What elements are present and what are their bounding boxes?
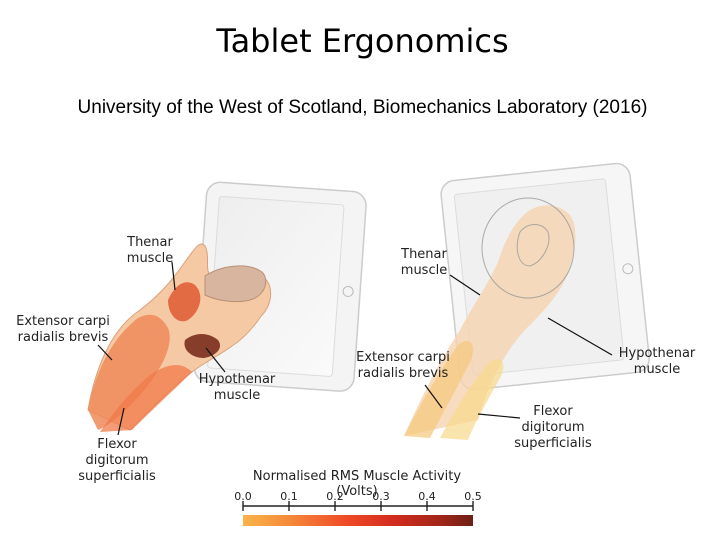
page-title: Tablet Ergonomics (216, 22, 509, 60)
scale-tick-label: 0.3 (372, 490, 390, 503)
left-thenar-label: Thenar muscle (126, 235, 174, 266)
page-subtitle: University of the West of Scotland, Biom… (77, 97, 648, 118)
scale-color-bar (243, 515, 473, 526)
right-flexor-label: Flexor digitorum superficialis (514, 404, 592, 451)
left-thumb (204, 265, 267, 303)
left-forearm-muscle (88, 314, 170, 430)
left-hypothenar-label: Hypothenar muscle (198, 372, 276, 403)
right-forearm-muscle (404, 341, 474, 438)
right-thumb (516, 224, 550, 267)
right-thenar-label: Thenar muscle (400, 247, 448, 278)
scale-title: Normalised RMS Muscle Activity (Volts) (252, 469, 462, 499)
scale-tick-label: 0.0 (234, 490, 252, 503)
left-hypothenar-muscle (184, 334, 221, 358)
left-thenar-muscle (168, 282, 201, 322)
scale-tick-label: 0.5 (464, 490, 482, 503)
left-extensor-label: Extensor carpi radialis brevis (16, 314, 110, 345)
right-extensor-label: Extensor carpi radialis brevis (356, 350, 450, 381)
right-figure (404, 162, 651, 440)
left-figure (87, 181, 367, 436)
right-hand-overlay (481, 197, 575, 299)
scale-tick-label: 0.4 (418, 490, 436, 503)
right-flexor-muscle (440, 359, 504, 440)
left-flexor-label: Flexor digitorum superficialis (78, 437, 156, 484)
scale-bar (242, 501, 474, 526)
scale-tick-label: 0.1 (280, 490, 298, 503)
right-hypothenar-label: Hypothenar muscle (618, 346, 696, 377)
scale-tick-label: 0.2 (326, 490, 344, 503)
